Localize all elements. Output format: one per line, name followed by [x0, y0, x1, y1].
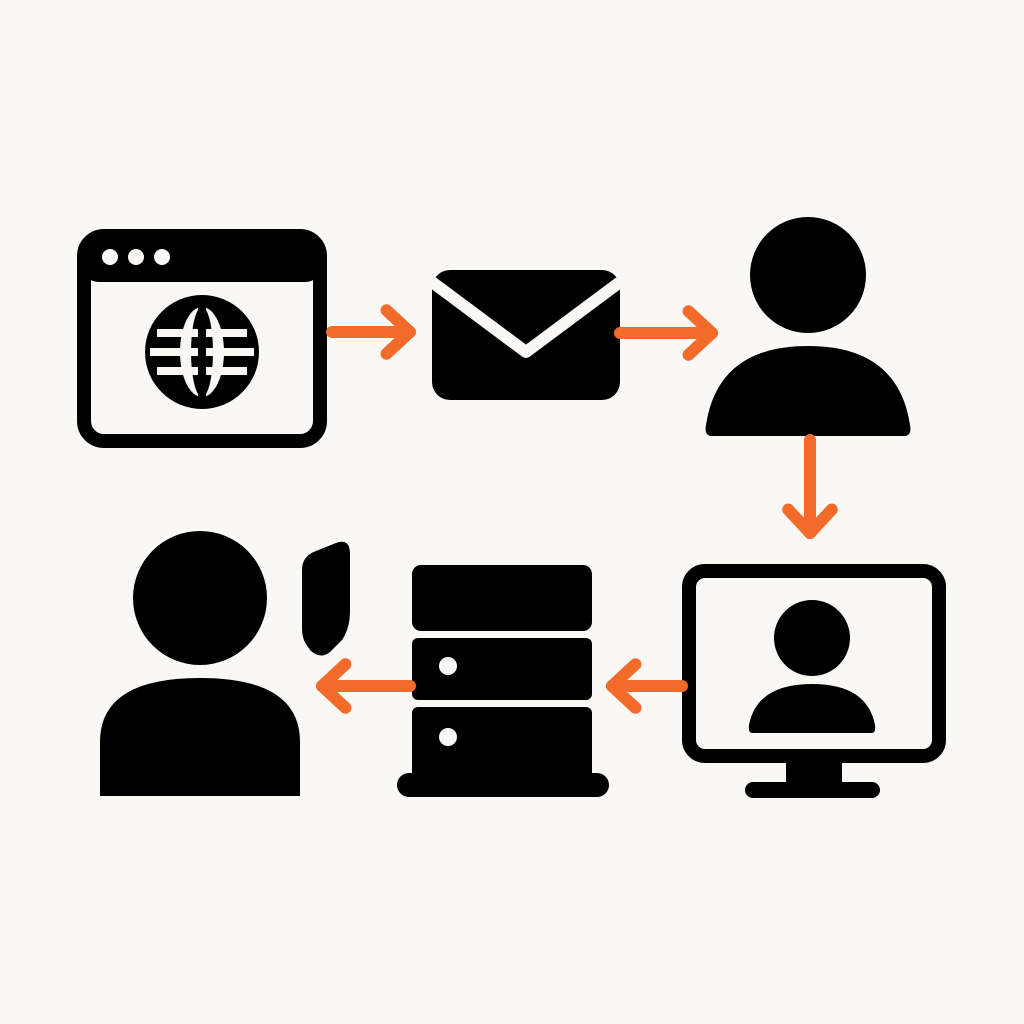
globe-icon: [145, 295, 259, 409]
window-dot-icon: [128, 249, 144, 265]
arrow-user-to-video-call: [782, 434, 838, 539]
person-with-headset-icon: [100, 531, 350, 796]
monitor-person-icon: [682, 564, 946, 798]
arrow-head-icon: [782, 503, 838, 539]
arrow-video-call-to-server: [606, 658, 688, 714]
arrow-server-to-support-agent: [316, 658, 416, 714]
arrow-head-icon: [380, 304, 416, 360]
arrow-head-icon: [682, 305, 718, 361]
arrow-head-icon: [606, 658, 642, 714]
server-led-icon: [439, 728, 457, 746]
web-browser-globe-icon: [77, 229, 327, 448]
arrow-email-to-user: [614, 305, 718, 361]
headset-earpiece-icon: [302, 541, 350, 656]
server-led-icon: [439, 657, 457, 675]
flow-arrows: [316, 304, 838, 714]
person-icon: [705, 217, 911, 436]
server-rack-icon: [397, 565, 609, 797]
arrow-browser-to-email: [326, 304, 416, 360]
window-dot-icon: [102, 249, 118, 265]
arrow-head-icon: [316, 658, 352, 714]
envelope-icon: [428, 270, 624, 400]
window-dot-icon: [154, 249, 170, 265]
